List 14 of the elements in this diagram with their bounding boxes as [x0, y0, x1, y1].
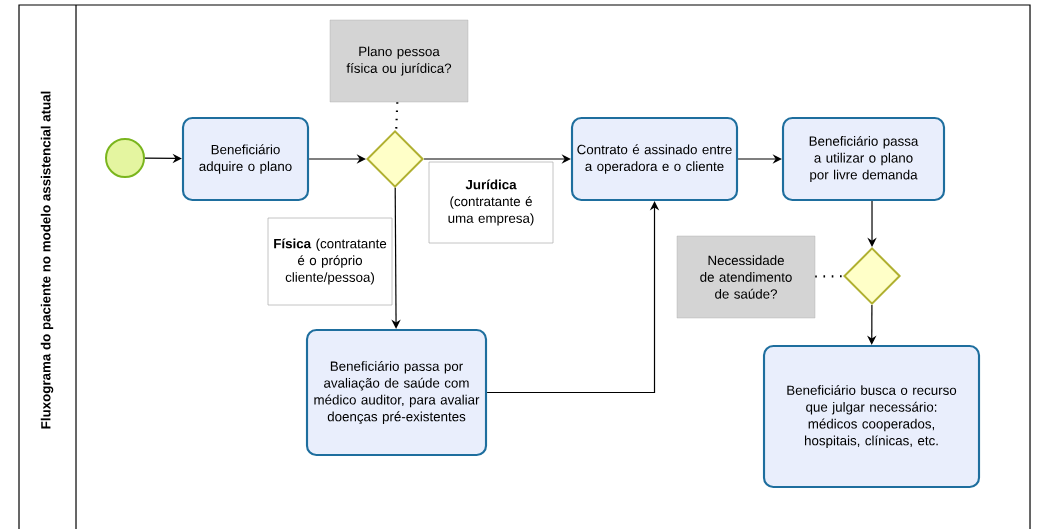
- decision-diamond: [843, 247, 901, 305]
- association-line: [815, 275, 844, 278]
- annotation-box: Plano pessoa física ou jurídica?: [329, 19, 469, 103]
- process-box: Beneficiário busca o recurso que julgar necessário: médicos cooperados, hospitais, clínicas, etc.: [762, 344, 981, 489]
- association-line: [395, 102, 399, 132]
- decision-diamond: [366, 130, 424, 188]
- edge-label: Física (contratante é o próprio cliente/pessoa): [267, 217, 393, 306]
- process-box: Beneficiário adquire o plano: [181, 116, 310, 202]
- process-box: Beneficiário passa por avaliação de saúde com médico auditor, para avaliar doenças pré-existentes: [305, 328, 488, 457]
- process-box: Beneficiário passa a utilizar o plano por livre demanda: [781, 116, 946, 202]
- edge-label: Jurídica (contratante é uma empresa): [428, 161, 554, 244]
- process-box: Contrato é assinado entre a operadora e o cliente: [570, 116, 739, 202]
- annotation-box: Necessidade de atendimento de saúde?: [676, 235, 816, 319]
- start-circle: [105, 138, 145, 178]
